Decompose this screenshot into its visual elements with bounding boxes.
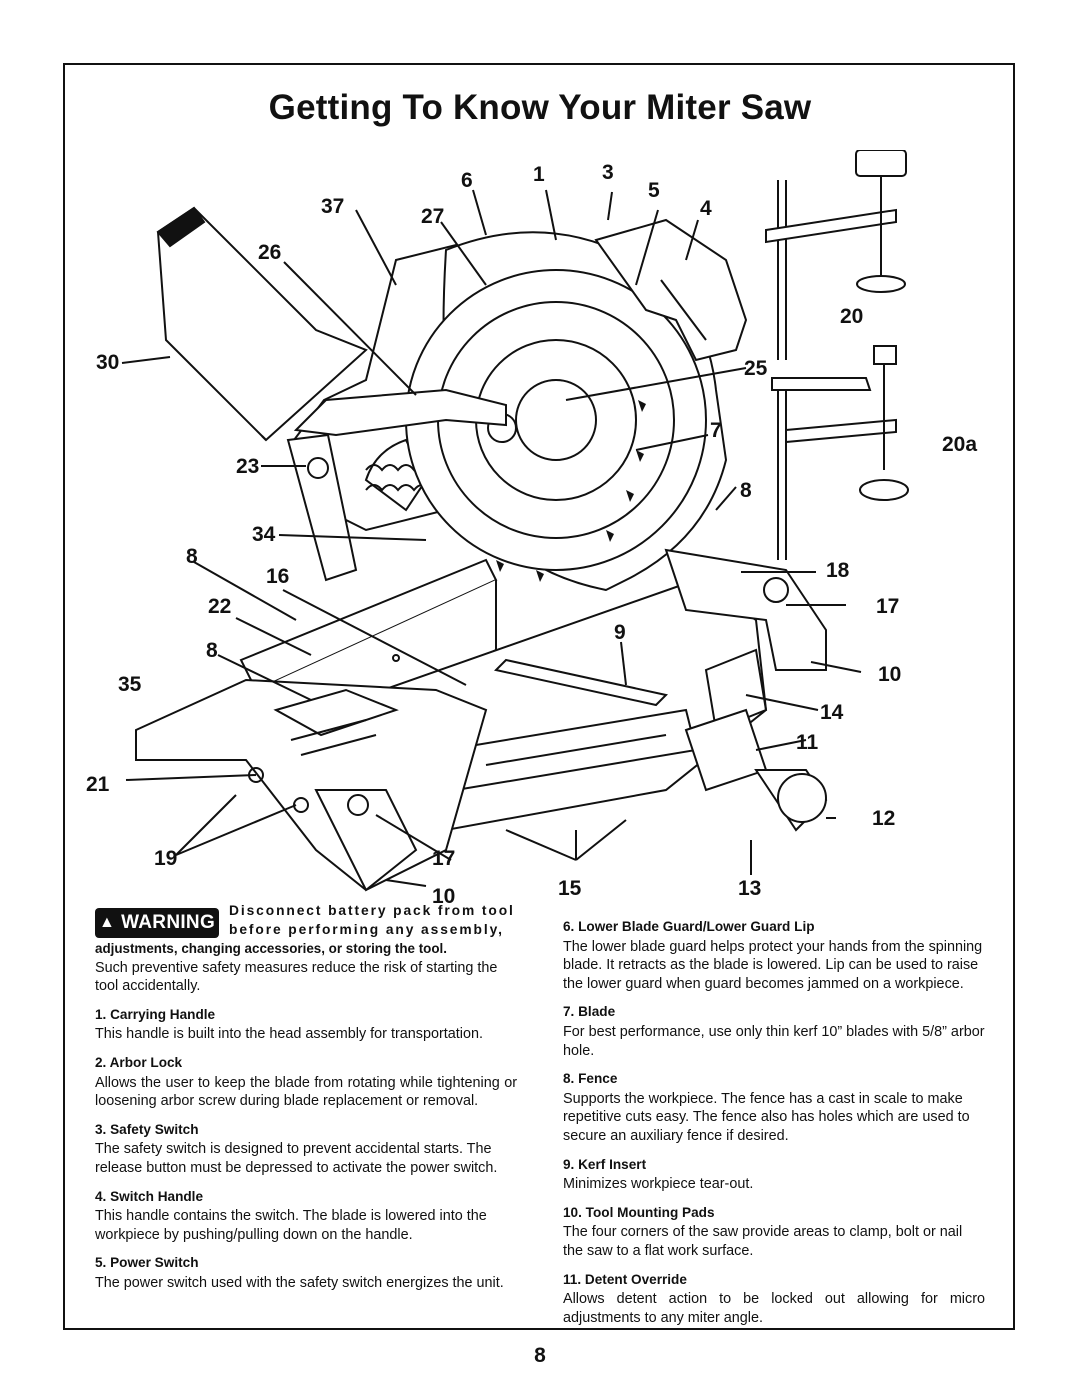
item-heading: 6. Lower Blade Guard/Lower Guard Lip [563, 919, 815, 934]
item-heading: 3. Safety Switch [95, 1121, 199, 1137]
item-heading: 2. Arbor Lock [95, 1054, 183, 1070]
item-heading: 10. Tool Mounting Pads [563, 1204, 715, 1220]
item-arbor-lock: 2. Arbor Lock Allows the user to keep th… [95, 1054, 517, 1111]
callout-18: 18 [826, 559, 850, 582]
miter-saw-illustration [121, 149, 909, 892]
callout-15: 15 [558, 877, 582, 900]
callout-23: 23 [236, 455, 260, 478]
callout-19: 19 [154, 847, 178, 870]
callout-5: 5 [648, 179, 660, 202]
callout-8-fence-bottom: 8 [206, 639, 218, 662]
callout-14: 14 [820, 701, 844, 724]
item-text: Allows detent action to be locked out al… [563, 1291, 985, 1326]
callout-20a: 20a [942, 433, 978, 456]
item-text: Allows the user to keep the blade from r… [95, 1074, 517, 1110]
warning-line-2: adjustments, changing accessories, or st… [95, 941, 447, 956]
callout-21: 21 [86, 773, 110, 796]
right-column: 6. Lower Blade Guard/Lower Guard Lip The… [563, 918, 985, 1327]
callout-8-fence-left: 8 [186, 545, 198, 568]
warning-badge: ▲ WARNING [95, 908, 219, 938]
callout-13: 13 [738, 877, 762, 900]
item-heading: 8. Fence [563, 1071, 618, 1087]
item-power-switch: 5. Power Switch The power switch used wi… [95, 1254, 517, 1292]
warning-line-1: Disconnect battery pack from tool before… [229, 903, 515, 937]
callout-35: 35 [118, 673, 142, 696]
callout-22: 22 [208, 595, 232, 618]
callout-17-right: 17 [876, 595, 900, 618]
item-heading: 5. Power Switch [95, 1255, 199, 1271]
callout-16: 16 [266, 565, 290, 588]
callout-20: 20 [840, 305, 864, 328]
item-heading: 11. Detent Override [563, 1271, 687, 1287]
callout-11: 11 [796, 731, 819, 754]
callout-37: 37 [321, 195, 345, 218]
item-text: Minimizes workpiece tear-out. [563, 1176, 754, 1193]
warning-badge-label: WARNING [121, 911, 216, 933]
item-heading: 9. Kerf Insert [563, 1156, 647, 1172]
item-text: The power switch used with the safety sw… [95, 1274, 504, 1291]
callout-10-bottom: 10 [432, 885, 456, 908]
callout-3: 3 [602, 161, 614, 184]
callout-4: 4 [700, 197, 712, 220]
item-heading: 1. Carrying Handle [95, 1006, 216, 1022]
item-safety-switch: 3. Safety Switch The safety switch is de… [95, 1121, 517, 1178]
item-fence: 8. Fence Supports the workpiece. The fen… [563, 1070, 985, 1145]
callout-1: 1 [533, 163, 545, 186]
warning-body: Such preventive safety measures reduce t… [95, 959, 498, 995]
item-switch-handle: 4. Switch Handle This handle contains th… [95, 1188, 517, 1245]
page-frame [63, 63, 1015, 1330]
callout-8-fence-right: 8 [740, 479, 752, 502]
callout-34: 34 [252, 523, 276, 546]
page-title: Getting To Know Your Miter Saw [268, 88, 812, 127]
warning-block: ▲ WARNING Disconnect battery pack from t… [95, 902, 517, 996]
item-carrying-handle: 1. Carrying Handle This handle is built … [95, 1006, 517, 1044]
item-text: For best performance, use only thin kerf… [563, 1023, 985, 1059]
callout-27: 27 [421, 205, 445, 228]
item-text: The lower blade guard helps protect your… [563, 938, 983, 992]
miter-saw-diagram: 6 1 3 5 37 27 4 26 20 30 25 7 20a 23 8 3… [66, 149, 1014, 907]
callout-10-right: 10 [878, 663, 902, 686]
callout-9: 9 [614, 621, 626, 644]
item-lower-blade-guard: 6. Lower Blade Guard/Lower Guard Lip The… [563, 918, 985, 993]
item-heading: 4. Switch Handle [95, 1188, 204, 1204]
item-text: Supports the workpiece. The fence has a … [563, 1090, 970, 1144]
callout-25: 25 [744, 357, 768, 380]
item-tool-mounting-pads: 10. Tool Mounting Pads The four corners … [563, 1204, 985, 1261]
warning-triangle-icon: ▲ [98, 913, 116, 931]
item-text: This handle is built into the head assem… [95, 1026, 483, 1043]
item-blade: 7. Blade For best performance, use only … [563, 1003, 985, 1060]
callout-26: 26 [258, 241, 282, 264]
item-text: The safety switch is designed to prevent… [95, 1141, 498, 1176]
item-kerf-insert: 9. Kerf Insert Minimizes workpiece tear-… [563, 1156, 985, 1194]
item-detent-override: 11. Detent Override Allows detent action… [563, 1271, 985, 1328]
callout-7: 7 [710, 419, 722, 442]
item-heading: 7. Blade [563, 1004, 616, 1020]
left-column: ▲ WARNING Disconnect battery pack from t… [95, 902, 517, 1293]
callout-12: 12 [872, 807, 896, 830]
page-number: 8 [534, 1344, 546, 1367]
callout-17-bottom: 17 [432, 847, 456, 870]
item-text: The four corners of the saw provide area… [563, 1224, 963, 1259]
callout-30: 30 [96, 351, 120, 374]
callout-6: 6 [461, 169, 473, 192]
item-text: This handle contains the switch. The bla… [95, 1208, 487, 1243]
